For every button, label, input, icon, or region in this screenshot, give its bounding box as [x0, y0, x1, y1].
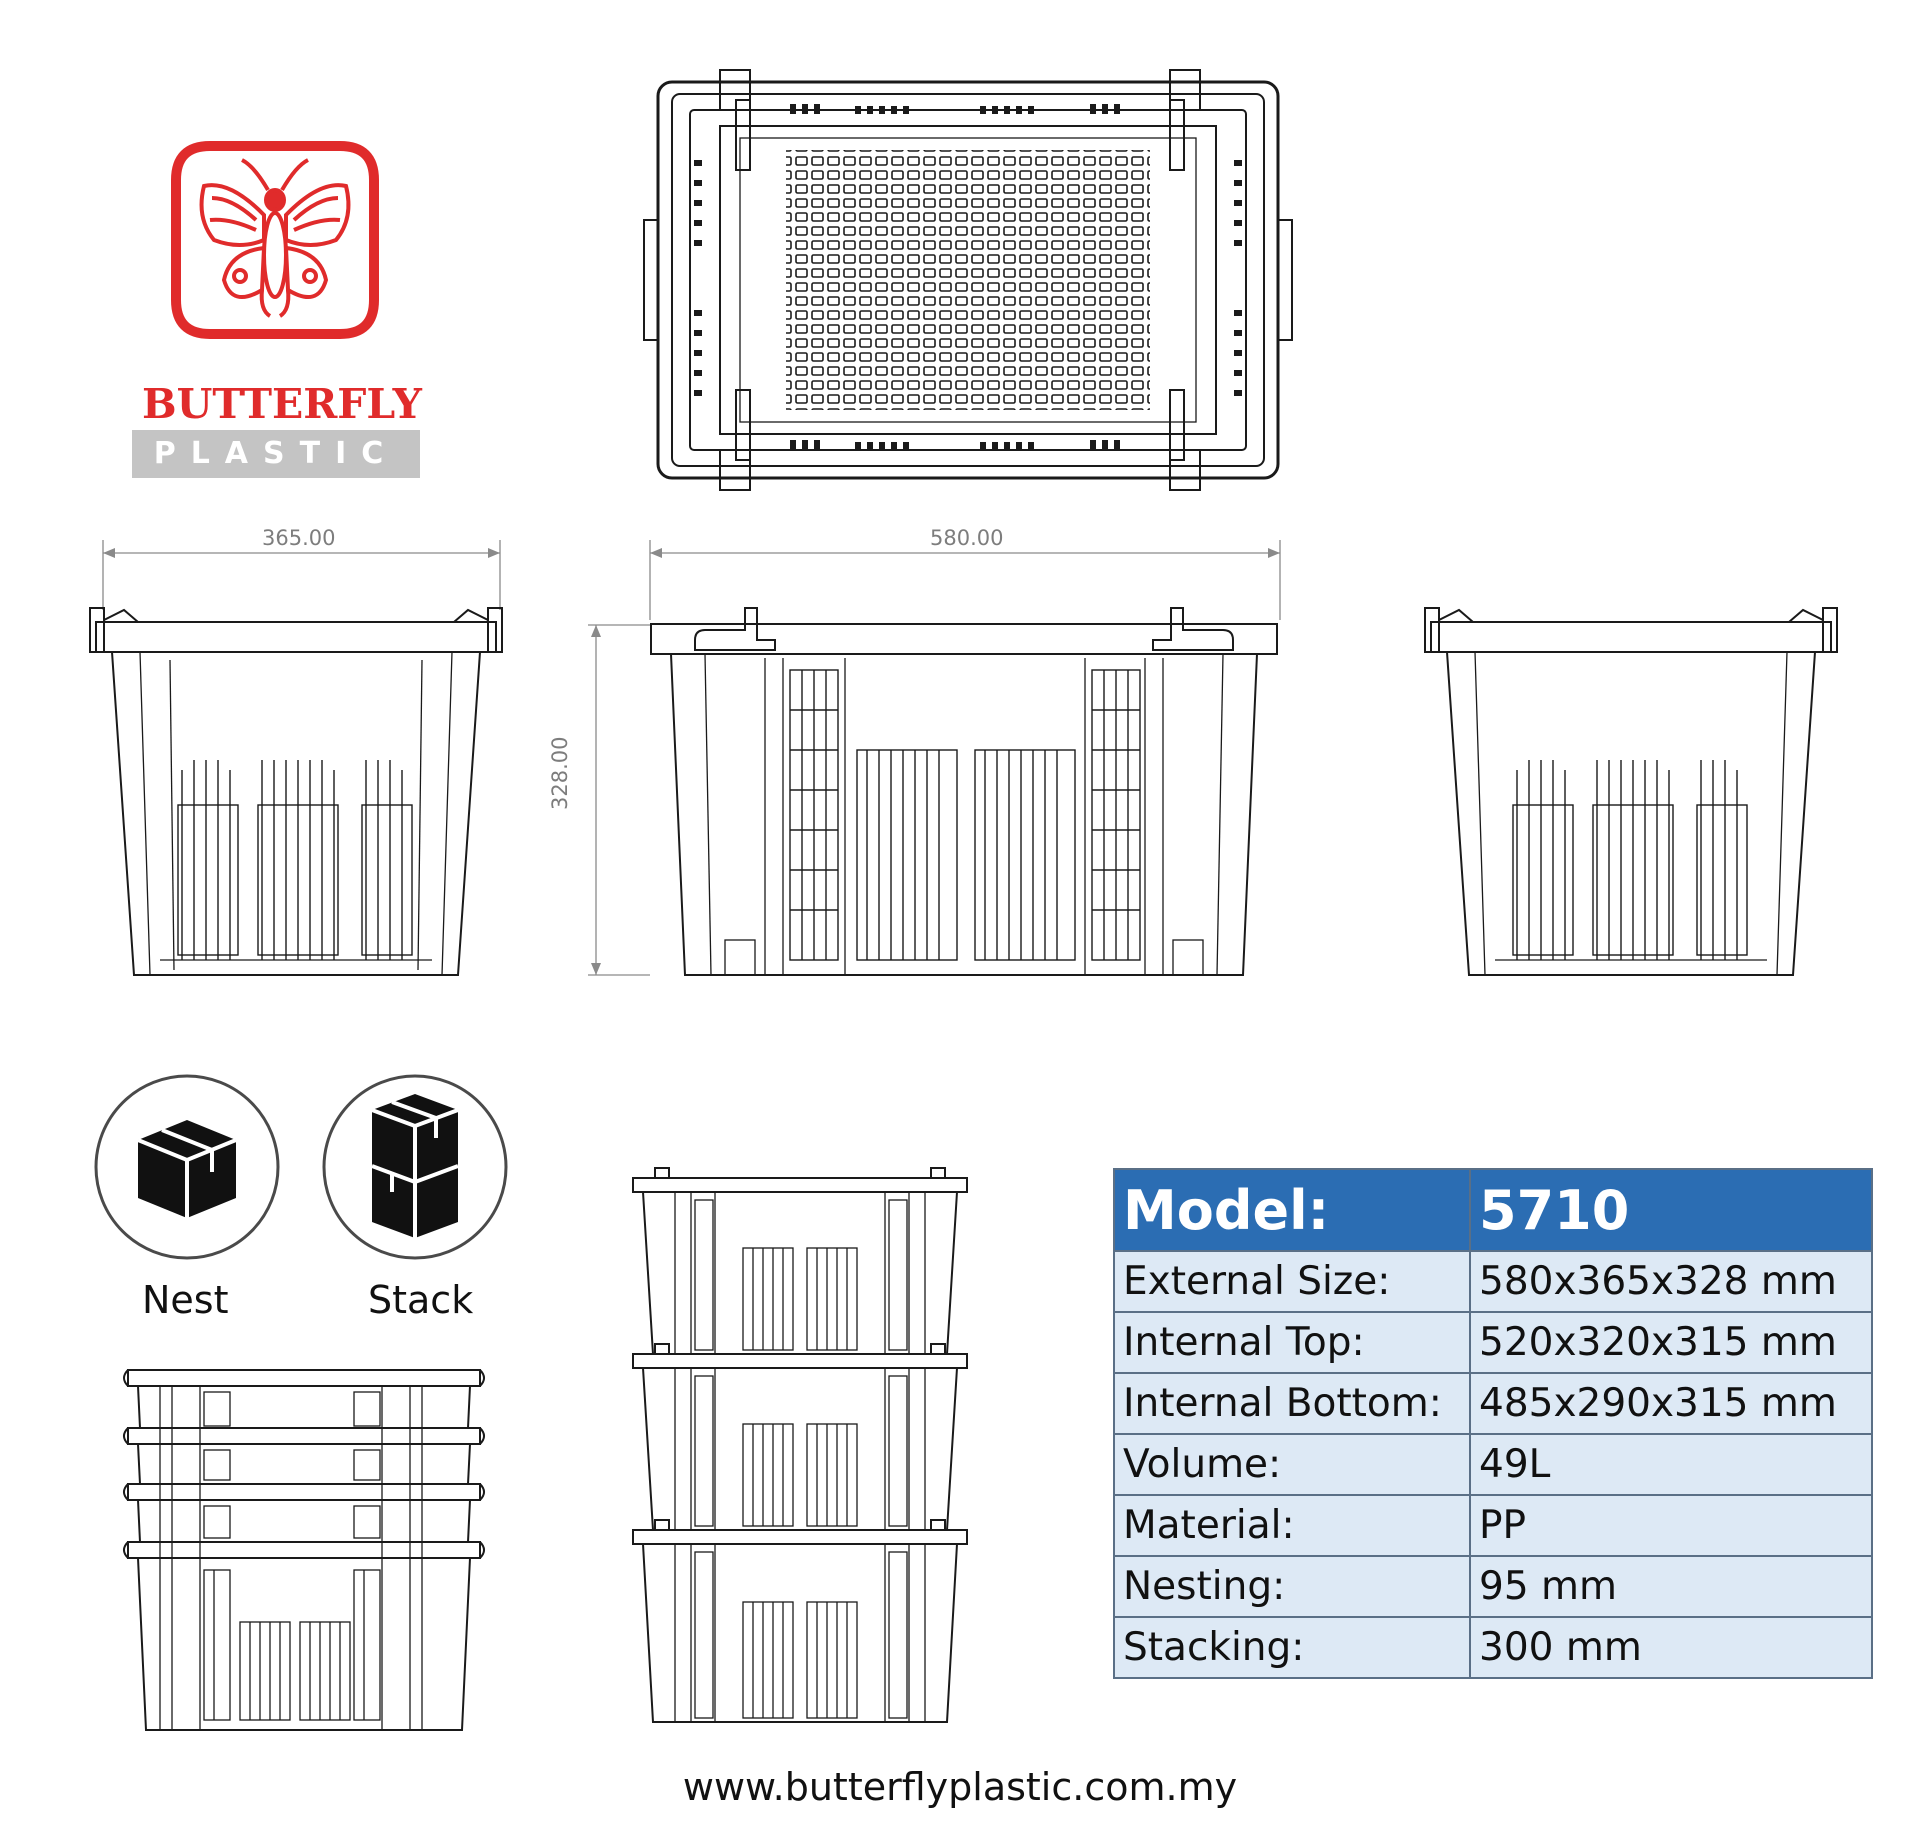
spec-row: Material: PP	[1113, 1494, 1873, 1557]
spec-value: 520x320x315 mm	[1469, 1311, 1873, 1374]
spec-key: Nesting:	[1113, 1555, 1471, 1618]
crate-top-view	[643, 69, 1293, 491]
spec-key: Volume:	[1113, 1433, 1471, 1496]
dimension-width-label: 365.00	[262, 526, 336, 550]
crate-side-view-right	[1424, 607, 1838, 976]
stacked-crates-drawing	[632, 1167, 968, 1723]
spec-value: 49L	[1469, 1433, 1873, 1496]
spec-value: 300 mm	[1469, 1616, 1873, 1679]
spec-row: Stacking: 300 mm	[1113, 1616, 1873, 1679]
spec-key: Material:	[1113, 1494, 1471, 1557]
spec-value: 485x290x315 mm	[1469, 1372, 1873, 1435]
spec-key: Internal Bottom:	[1113, 1372, 1471, 1435]
spec-value: 95 mm	[1469, 1555, 1873, 1618]
spec-table: Model: 5710 External Size: 580x365x328 m…	[1113, 1168, 1873, 1679]
nested-crates-drawing	[123, 1369, 485, 1731]
website-link[interactable]: www.butterflyplastic.com.my	[682, 1765, 1238, 1809]
spec-value: PP	[1469, 1494, 1873, 1557]
spec-header-key: Model:	[1113, 1168, 1471, 1252]
butterfly-logo-icon	[171, 141, 379, 339]
spec-row: Internal Bottom: 485x290x315 mm	[1113, 1372, 1873, 1435]
spec-row: Volume: 49L	[1113, 1433, 1873, 1496]
nest-icon	[94, 1074, 280, 1260]
dimension-height-label: 328.00	[548, 736, 572, 810]
spec-key: Stacking:	[1113, 1616, 1471, 1679]
dimension-length-label: 580.00	[930, 526, 1004, 550]
stack-label: Stack	[368, 1278, 474, 1322]
crate-front-view	[650, 607, 1278, 976]
brand-name: BUTTERFLY	[142, 380, 422, 428]
spec-key: Internal Top:	[1113, 1311, 1471, 1374]
spec-key: External Size:	[1113, 1250, 1471, 1313]
crate-side-view-left	[89, 607, 503, 976]
stack-icon	[322, 1074, 508, 1260]
dimension-lines	[102, 540, 1281, 976]
spec-row: Internal Top: 520x320x315 mm	[1113, 1311, 1873, 1374]
spec-header-row: Model: 5710	[1113, 1168, 1873, 1252]
brand-subtitle: PLASTIC	[132, 430, 420, 478]
spec-header-value: 5710	[1469, 1168, 1873, 1252]
spec-row: Nesting: 95 mm	[1113, 1555, 1873, 1618]
spec-row: External Size: 580x365x328 mm	[1113, 1250, 1873, 1313]
spec-value: 580x365x328 mm	[1469, 1250, 1873, 1313]
nest-label: Nest	[142, 1278, 229, 1322]
